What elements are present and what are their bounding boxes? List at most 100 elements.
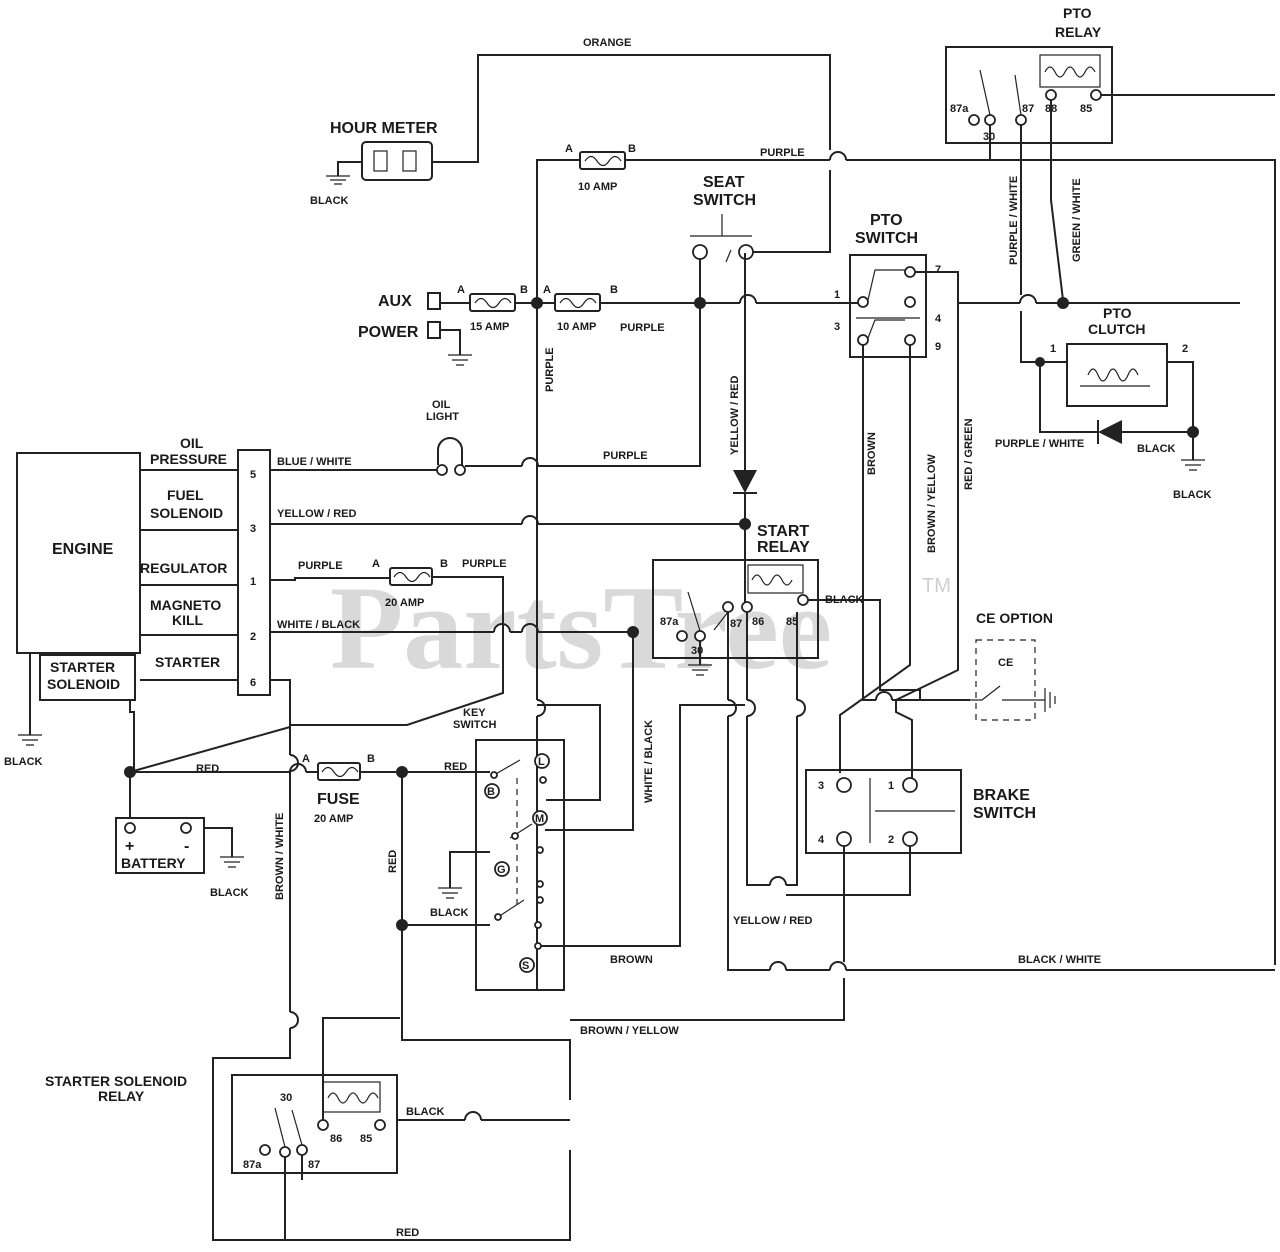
svg-text:A: A <box>565 143 573 155</box>
term-magneto-label-2: KILL <box>172 612 204 628</box>
oil-light-label-2: LIGHT <box>426 411 459 423</box>
svg-text:B: B <box>487 786 495 798</box>
svg-text:87a: 87a <box>660 616 679 628</box>
seat-switch-title-1: SEAT <box>703 174 745 191</box>
wire-red-vertical-label: RED <box>387 850 399 873</box>
wire-white-black-key-label: WHITE / BLACK <box>643 720 655 803</box>
wire-brown-yellow-bottom-label: BROWN / YELLOW <box>580 1025 679 1037</box>
svg-text:A: A <box>372 558 380 570</box>
start-relay-title-1: START <box>757 523 809 540</box>
oil-light-label-1: OIL <box>432 399 451 411</box>
watermark-tm: TM <box>922 575 951 597</box>
hour-meter: HOUR METER BLACK ORANGE <box>310 37 831 207</box>
svg-text:5: 5 <box>250 469 256 481</box>
pto-clutch-title-2: CLUTCH <box>1088 321 1146 337</box>
svg-text:1: 1 <box>250 576 256 588</box>
starter-solenoid-relay: STARTER SOLENOID RELAY 30 87a 87 86 85 B… <box>45 1017 570 1240</box>
fuse-aux-rating: 15 AMP <box>470 321 509 333</box>
wire-purple-reg-label-1: PURPLE <box>298 560 343 572</box>
svg-text:4: 4 <box>818 834 825 846</box>
svg-text:L: L <box>538 756 545 768</box>
seat-switch-title-2: SWITCH <box>693 192 756 209</box>
hour-meter-ground-label: BLACK <box>310 195 349 207</box>
battery-ground-label: BLACK <box>210 887 249 899</box>
battery-minus: - <box>184 838 189 855</box>
svg-text:B: B <box>610 284 618 296</box>
svg-text:9: 9 <box>935 341 941 353</box>
pto-relay-title-2: RELAY <box>1055 24 1102 40</box>
pto-relay-title-1: PTO <box>1063 5 1092 21</box>
term-magneto-label-1: MAGNETO <box>150 597 221 613</box>
key-ground-label: BLACK <box>430 907 469 919</box>
ce-label: CE <box>998 657 1013 669</box>
svg-text:B: B <box>628 143 636 155</box>
battery-plus: + <box>125 838 134 855</box>
svg-text:87a: 87a <box>950 103 969 115</box>
term-fuel-label-2: SOLENOID <box>150 505 223 521</box>
brake-switch-title-2: SWITCH <box>973 805 1036 822</box>
wire-yellow-red-seat-label: YELLOW / RED <box>729 376 741 456</box>
engine-ground-label: BLACK <box>4 756 43 768</box>
svg-text:85: 85 <box>786 616 798 628</box>
svg-text:86: 86 <box>752 616 764 628</box>
fuse-main-rating: 20 AMP <box>314 813 353 825</box>
svg-text:85: 85 <box>1080 103 1092 115</box>
wire-orange-label: ORANGE <box>583 37 631 49</box>
wire-purple-bus-label: PURPLE <box>620 322 665 334</box>
starter-solenoid-label-2: SOLENOID <box>47 676 120 692</box>
svg-text:1: 1 <box>1050 343 1056 355</box>
key-switch-label-1: KEY <box>463 707 486 719</box>
svg-text:87: 87 <box>308 1159 320 1171</box>
brake-switch-title-1: BRAKE <box>973 787 1030 804</box>
wire-yellow-red-brake-label: YELLOW / RED <box>733 915 813 927</box>
fuse-main-label: FUSE <box>317 791 360 808</box>
power-label: POWER <box>358 324 419 341</box>
aux-label: AUX <box>378 293 412 310</box>
wire-brown-label: BROWN <box>610 954 653 966</box>
key-switch: KEY SWITCH L B M G S BLACK BROWN <box>430 704 745 991</box>
brake-switch: BRAKE SWITCH 3 1 4 2 BROWN / YELLOW <box>570 769 1036 1037</box>
wire-purple-reg-label-2: PURPLE <box>462 558 507 570</box>
clutch-ground-label: BLACK <box>1173 489 1212 501</box>
wire-purple-vertical-label: PURPLE <box>544 347 556 392</box>
svg-text:30: 30 <box>691 645 703 657</box>
wire-yellow-red-fuel-label: YELLOW / RED <box>277 508 357 520</box>
pto-switch-title-1: PTO <box>870 212 903 229</box>
svg-text:3: 3 <box>818 780 824 792</box>
battery-circuit: RED A B FUSE 20 AMP RED RED + - BATTERY … <box>115 726 571 1100</box>
svg-text:30: 30 <box>280 1092 292 1104</box>
svg-text:87a: 87a <box>243 1159 262 1171</box>
fuse-reg-rating: 20 AMP <box>385 597 424 609</box>
svg-text:2: 2 <box>888 834 894 846</box>
svg-text:A: A <box>457 284 465 296</box>
ssr-title-1: STARTER SOLENOID <box>45 1073 187 1089</box>
fuse-top-rating: 10 AMP <box>578 181 617 193</box>
wire-blue-white-label: BLUE / WHITE <box>277 456 352 468</box>
wire-red-green-label: RED / GREEN <box>963 418 975 490</box>
svg-text:3: 3 <box>250 523 256 535</box>
engine: ENGINE STARTER SOLENOID BLACK OIL PRESSU… <box>4 435 271 772</box>
ssr-title-2: RELAY <box>98 1088 145 1104</box>
wire-green-white-label: GREEN / WHITE <box>1071 178 1083 262</box>
pto-clutch-title-1: PTO <box>1103 305 1132 321</box>
wire-brown-white-label: BROWN / WHITE <box>274 813 286 900</box>
svg-text:G: G <box>497 864 506 876</box>
engine-wires: BLUE / WHITE OIL LIGHT PURPLE YELLOW / R… <box>212 303 751 1241</box>
svg-text:87: 87 <box>1022 103 1034 115</box>
wire-purple-white-clutch-label: PURPLE / WHITE <box>995 438 1084 450</box>
battery-label: BATTERY <box>121 855 186 871</box>
wire-brown-pto-label: BROWN <box>866 432 878 475</box>
svg-text:85: 85 <box>360 1133 372 1145</box>
svg-text:A: A <box>302 753 310 765</box>
wire-black-ssr-label: BLACK <box>406 1106 445 1118</box>
svg-text:87: 87 <box>730 618 742 630</box>
svg-text:B: B <box>367 753 375 765</box>
ce-option-label: CE OPTION <box>976 610 1053 626</box>
svg-text:86: 86 <box>330 1133 342 1145</box>
pto-switch-title-2: SWITCH <box>855 230 918 247</box>
wire-black-white-label: BLACK / WHITE <box>1018 954 1101 966</box>
wire-white-black-kill-label: WHITE / BLACK <box>277 619 360 631</box>
starter-solenoid-label-1: STARTER <box>50 659 115 675</box>
svg-text:2: 2 <box>1182 343 1188 355</box>
